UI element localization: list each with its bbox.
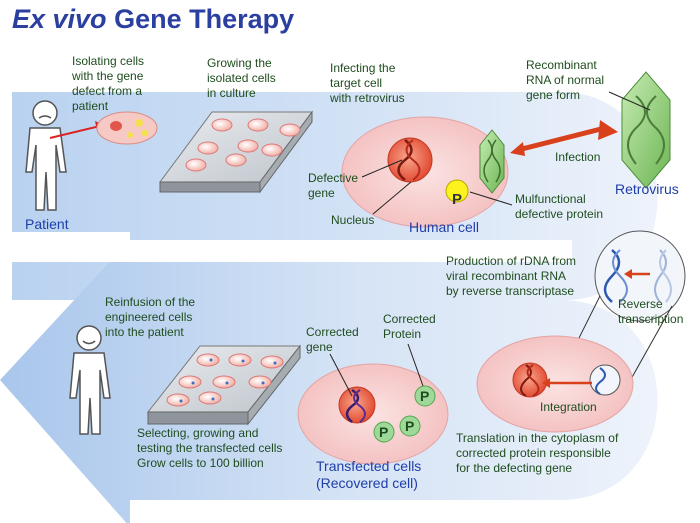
label-reverse-transcription: Reverse transcription <box>618 297 684 326</box>
patient-figure-bottom <box>69 325 111 435</box>
label-isolating: Isolating cells with the gene defect fro… <box>72 54 145 113</box>
label-production: Production of rDNA from viral recombinan… <box>446 254 577 298</box>
label-infecting: Infecting the target cell with retroviru… <box>330 61 405 105</box>
title-italic: Ex vivo <box>12 4 107 34</box>
inset-line-2 <box>625 305 673 389</box>
culture-plate-top <box>159 110 313 194</box>
transfected-cell <box>297 363 449 465</box>
integration-cell <box>476 335 634 433</box>
label-corrected-gene: Corrected gene <box>306 325 359 354</box>
label-patient: Patient <box>25 216 69 232</box>
title-rest: Gene Therapy <box>106 4 295 34</box>
protein-defective-letter: P <box>452 191 463 208</box>
protein-corrected-letter-3: P <box>405 418 415 434</box>
label-translation: Translation in the cytoplasm of correcte… <box>456 431 619 475</box>
pointer-lines-bottom <box>329 343 424 397</box>
label-recombinant: Recombinant RNA of normal gene form <box>526 58 605 102</box>
label-nucleus: Nucleus <box>331 213 375 227</box>
label-transfected: Transfected cells (Recovered cell) <box>316 458 422 491</box>
label-infection: Infection <box>555 150 601 164</box>
band-gap <box>12 240 572 262</box>
label-human-cell: Human cell <box>409 219 480 235</box>
protein-corrected-letter-2: P <box>379 424 389 440</box>
pointer-lines <box>361 91 651 215</box>
label-mulfunctional: Mulfunctional defective protein <box>515 192 604 221</box>
patient-figure-top <box>25 100 67 211</box>
label-defective-gene: Defective gene <box>308 171 359 200</box>
culture-plate-bottom <box>146 344 302 426</box>
human-cell <box>341 116 509 228</box>
label-reinfusion: Reinfusion of the engineered cells into … <box>105 295 196 339</box>
label-growing: Growing the isolated cells in culture <box>207 56 276 100</box>
reverse-transcription-inset <box>594 230 686 322</box>
label-selecting: Selecting, growing and testing the trans… <box>137 426 283 470</box>
isolated-cell-sample <box>96 111 158 145</box>
infection-arrow <box>510 120 618 156</box>
retrovirus-particle <box>621 71 671 189</box>
label-corrected-protein: Corrected Protein <box>383 312 436 341</box>
protein-corrected-letter-1: P <box>420 388 430 404</box>
label-retrovirus: Retrovirus <box>615 181 679 197</box>
band-gap-left <box>0 232 130 262</box>
page-title: Ex vivo Gene Therapy <box>12 4 294 35</box>
virus-particle-small <box>479 129 505 194</box>
label-integration: Integration <box>540 400 597 414</box>
